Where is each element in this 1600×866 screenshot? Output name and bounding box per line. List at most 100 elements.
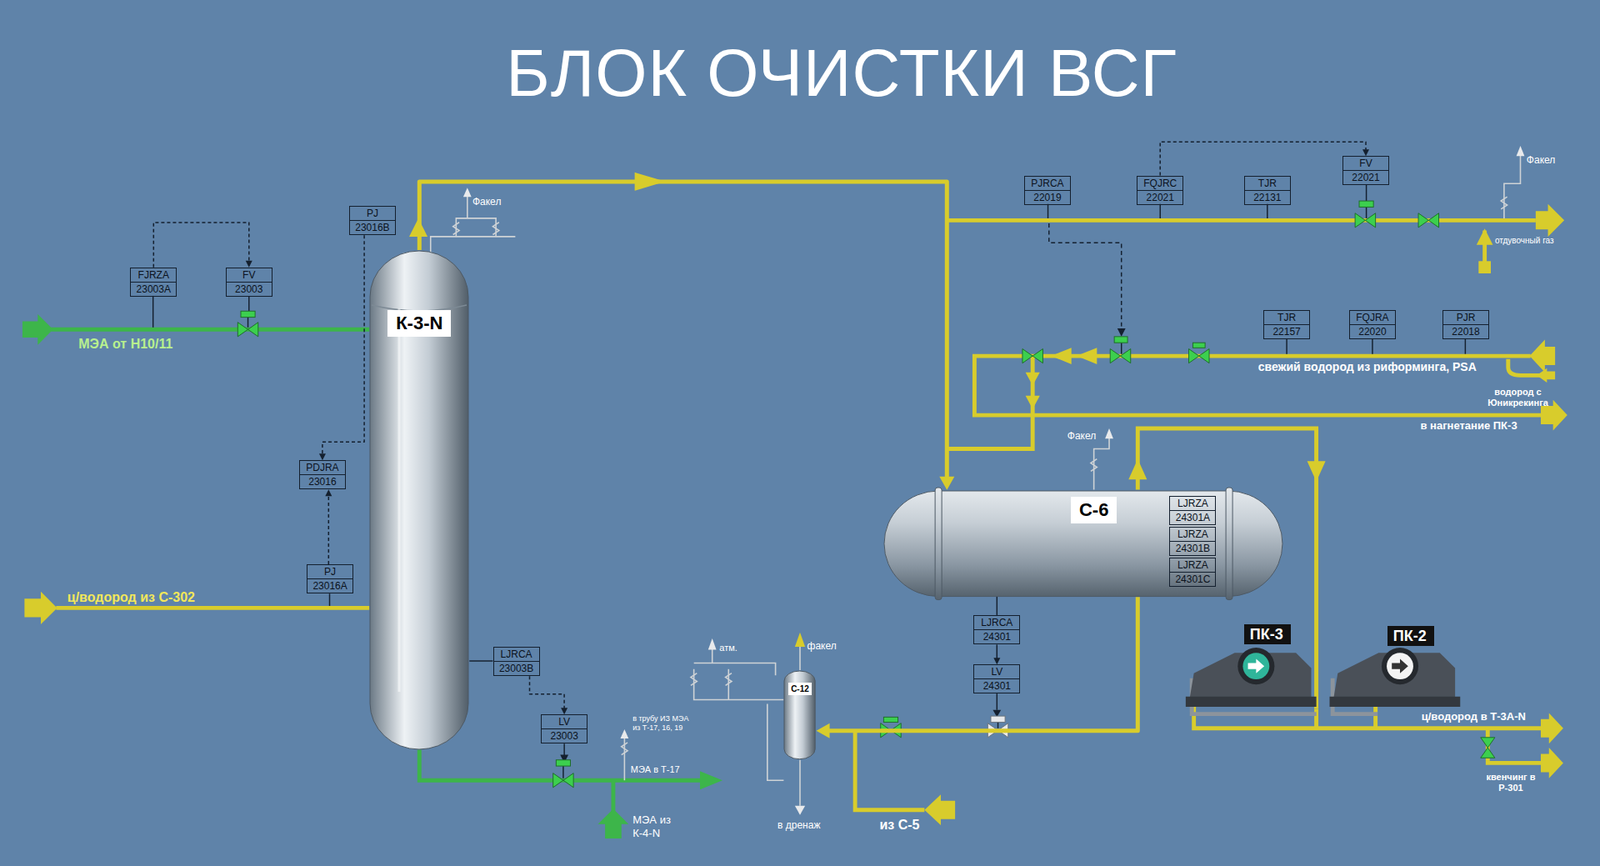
relief-line: [624, 736, 626, 781]
signal-line: [993, 644, 1000, 665]
signal-line: [1365, 185, 1367, 202]
valve-symbol: [1120, 349, 1130, 364]
separator-shell: [784, 670, 815, 760]
tag-name: PDJRA: [300, 460, 345, 475]
signal-path: [322, 235, 365, 455]
signal-line: [997, 721, 999, 728]
relief-line: [799, 646, 801, 670]
yellow-arrow: [1536, 368, 1555, 383]
valve-symbol: [1480, 747, 1495, 758]
signal-line: [329, 593, 330, 606]
flare-arrow: [463, 187, 472, 197]
yellow-arrow: [1050, 347, 1071, 365]
valve-symbol: [883, 716, 898, 722]
instrument-tag: FV22021: [1342, 155, 1390, 185]
instrument-tag: FV23003: [225, 267, 273, 297]
yellow-pipe: [946, 355, 1033, 449]
tag-number: 22020: [1350, 324, 1395, 339]
valve-symbol: [1032, 349, 1043, 364]
yellow-arrow: [924, 794, 955, 825]
vessel: К-3-N: [369, 250, 470, 750]
compressor: [1248, 659, 1265, 674]
vessel-name: С-6: [1070, 496, 1117, 524]
compressor: [1237, 647, 1275, 685]
column-highlight: [398, 308, 401, 692]
arrow-head: [325, 489, 332, 496]
tag-number: 22131: [1245, 190, 1290, 205]
arrow-head: [1362, 149, 1370, 156]
valve-symbol: [1110, 349, 1120, 364]
tag-name: TJR: [1245, 176, 1290, 190]
yellow-pipe: [946, 218, 1536, 223]
valve-symbol: [553, 773, 564, 788]
flare-arrow: [1105, 428, 1114, 439]
tag-name: PJ: [350, 206, 395, 220]
pipe-label: в нагнетание ПК-3: [1420, 419, 1517, 433]
signal-line: [1049, 223, 1122, 329]
pipe-label: Факел: [472, 195, 501, 208]
tag-name: LV: [541, 715, 587, 729]
valve-symbol: [1480, 737, 1495, 748]
relief-line: [492, 222, 499, 235]
flare-arrow: [708, 638, 717, 650]
arrow-head: [245, 260, 253, 268]
signal-line: [247, 317, 249, 328]
flare-arrow: [463, 145, 1525, 815]
yellow-arrow: [1540, 747, 1564, 779]
valve-symbol: [240, 310, 255, 317]
vessel-name: К-3-N: [387, 310, 451, 337]
green-arrow: [700, 770, 723, 790]
relief-line: [621, 742, 628, 755]
yellow-arrow: [1530, 340, 1556, 373]
relief-line: [455, 218, 496, 237]
signal-line: [248, 295, 250, 311]
signal-line: [1160, 204, 1161, 219]
instrument-tag: LJRZA24301B: [1169, 526, 1216, 556]
yellow-arrow: [1476, 228, 1494, 245]
tag-name: LV: [974, 665, 1020, 679]
equipment-name: ПК-3: [1250, 625, 1285, 644]
tag-number: 23016B: [350, 220, 395, 235]
pipe-label: атм.: [719, 642, 738, 654]
yellow-arrow: [24, 172, 1567, 825]
relief-line: [430, 155, 1521, 806]
yellow-arrow: [1478, 260, 1491, 274]
signal-line: [319, 235, 365, 460]
control-valve: [987, 715, 1008, 738]
pipeline-path: [419, 181, 947, 478]
tag-name: LJRZA: [1170, 527, 1215, 541]
signal-line: [1120, 342, 1122, 354]
diagram-title: БЛОК ОЧИСТКИ ВСГ: [383, 33, 1300, 114]
tag-name: LJRCA: [974, 615, 1020, 630]
signal-line: [1365, 206, 1367, 218]
arrow-head: [319, 453, 326, 460]
pipe-label: из С-5: [880, 816, 920, 833]
pipeline: [419, 181, 955, 490]
relief-line: [694, 662, 776, 675]
valve-symbol: [1418, 213, 1429, 228]
tag-number: 23003: [226, 281, 272, 296]
signal-line: [1160, 141, 1370, 175]
signal-line: [1285, 338, 1287, 354]
instrument-tag: FQJRC22021: [1136, 175, 1184, 205]
signal-path: [1160, 141, 1366, 175]
relief-line: [1094, 437, 1110, 490]
relief-line: [1090, 459, 1097, 472]
equipment-name: ПК-2: [1393, 626, 1429, 645]
tag-name: FV: [226, 268, 272, 282]
yellow-pipe: [1487, 728, 1541, 764]
yellow-pipe: [1314, 709, 1319, 729]
compressor: [1185, 647, 1317, 707]
compressor: [1242, 652, 1270, 680]
signal-line: [563, 743, 565, 756]
yellow-arrow: [24, 591, 57, 625]
instrument-tag: PJR22018: [1442, 310, 1490, 340]
equipment-label: ПК-2: [1387, 625, 1435, 646]
valve-symbol: [237, 322, 248, 337]
vessel-name: С-12: [788, 682, 812, 695]
instrument-tag: LJRCA23003B: [493, 646, 540, 676]
tag-number: 22018: [1443, 324, 1489, 339]
relief-line: [430, 236, 516, 255]
pipe-label: ц/водород из С-302: [67, 589, 195, 605]
signal-line: [1371, 338, 1373, 354]
